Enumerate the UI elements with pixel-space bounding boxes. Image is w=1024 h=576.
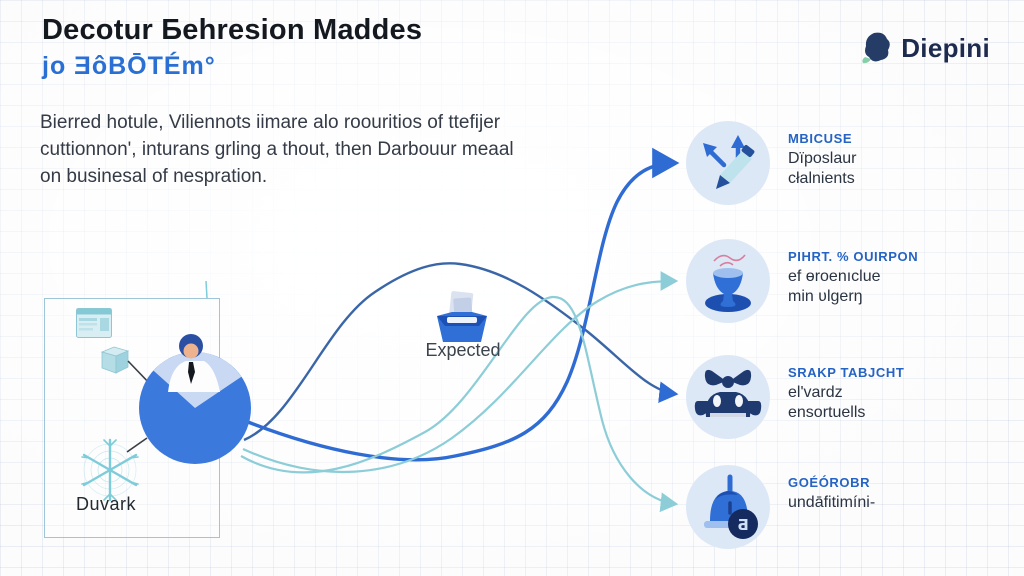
browser-window-icon <box>76 308 112 338</box>
logo-wordmark: Diepini <box>901 32 990 63</box>
list-item-4: Ƌ GOÉÓROBR undāfitimíni- <box>686 465 875 549</box>
item-2-line2: min ʋlgerŋ <box>788 287 863 305</box>
svg-text:Ƌ: Ƌ <box>737 516 748 534</box>
intro-line-1: Bierred hotule, Viliennots iimare alo ro… <box>40 112 501 133</box>
leaf-blob-icon <box>859 30 893 66</box>
item-3-heading: SRAKP TABJCHT <box>788 365 905 380</box>
item-3-line2: ensortuells <box>788 403 866 421</box>
item-1-line2: cłalnients <box>788 169 855 187</box>
brand-logo: Diepini <box>859 30 990 66</box>
intro-line-2: cuttionnon', inturans grling a thout, th… <box>40 138 514 160</box>
dome-badge-icon: Ƌ <box>686 465 770 549</box>
page-subtitle: jo ƎôBŌTÉm° <box>42 52 216 80</box>
list-item-2: PIHRT. % OUIRPON ef ɵroenıclue min ʋlger… <box>686 239 918 323</box>
snowflake-icon <box>72 432 148 508</box>
item-1-heading: MBICUSE <box>788 131 853 146</box>
inbox-tray-icon <box>434 288 490 346</box>
middle-label: Expected <box>425 340 501 360</box>
source-label: Duvark <box>76 494 137 514</box>
page-title: Decotur Бehresion Maddes <box>42 14 423 46</box>
item-3-line1: el'vardz <box>788 384 843 401</box>
item-4-heading: GOÉÓROBR <box>788 475 871 490</box>
item-1-line1: Dïposlaur <box>788 150 857 167</box>
cube-box-icon <box>97 343 131 377</box>
arrows-and-pen-icon <box>686 121 770 205</box>
list-item-1: MBICUSE Dïposlaur cłalnients <box>686 121 856 205</box>
valve-bowtie-icon <box>686 355 770 439</box>
item-2-heading: PIHRT. % OUIRPON <box>788 249 919 264</box>
item-2-line1: ef ɵroenıclue <box>788 268 881 285</box>
vase-fountain-icon <box>686 239 770 323</box>
intro-line-3: on businesal of nespration. <box>40 165 268 187</box>
intro-paragraph: Bierred hotule, Viliennots iimare alo ro… <box>40 110 560 191</box>
list-item-3: SRAKP TABJCHT el'vardz ensortuells <box>686 355 904 439</box>
item-4-line1: undāfitimíni- <box>788 494 876 511</box>
